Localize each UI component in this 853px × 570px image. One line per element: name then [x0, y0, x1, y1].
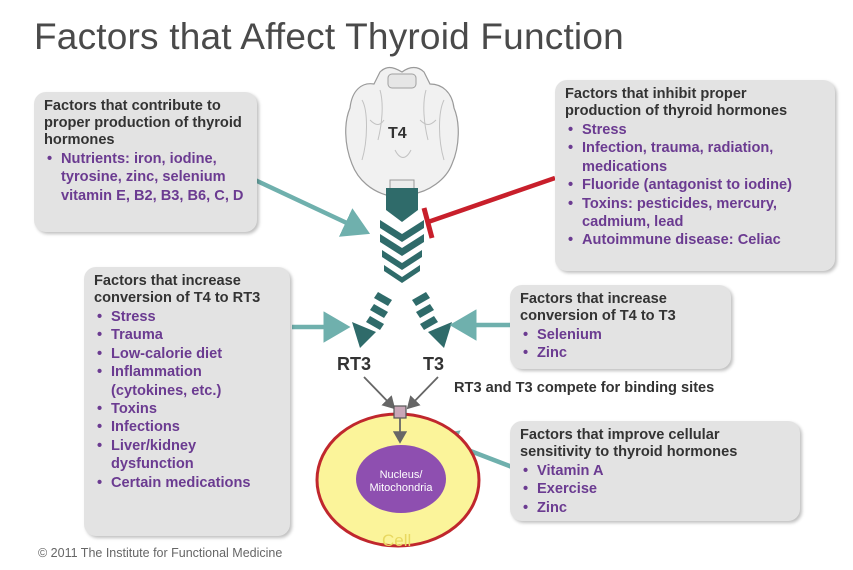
contribute-arrow [254, 177, 371, 237]
list-item: Nutrients: iron, iodine, tyrosine, zinc,… [44, 150, 247, 205]
chevron-stack-icon [380, 220, 424, 283]
list-item: Zinc [520, 499, 790, 518]
inhibit-factors-box: Factors that inhibit proper production o… [555, 80, 835, 271]
box-heading: Factors that contribute to proper produc… [44, 98, 242, 148]
list-item: Inflammation (cytokines, etc.) [94, 363, 280, 400]
list-item: Low-calorie diet [94, 345, 280, 364]
rt3-label: RT3 [337, 354, 372, 374]
list-item: Exercise [520, 480, 790, 499]
list-item: Stress [565, 121, 825, 140]
page-title: Factors that Affect Thyroid Function [34, 16, 624, 57]
list-item: Stress [94, 308, 280, 327]
box-heading: Factors that increase conversion of T4 t… [520, 291, 676, 324]
nucleus-label: Nucleus/ Mitochondria [369, 469, 433, 494]
list-item: Vitamin A [520, 462, 790, 481]
compete-label: RT3 and T3 compete for binding sites [454, 380, 715, 396]
list-item: Selenium [520, 326, 721, 345]
list-item: Liver/kidney dysfunction [94, 437, 280, 474]
t3-label: T3 [423, 354, 445, 374]
receptor-icon [393, 405, 407, 419]
list-item: Trauma [94, 326, 280, 345]
t4-label: T4 [388, 125, 407, 142]
chevron-icon [386, 188, 418, 222]
rt3-conversion-box: Factors that increase conversion of T4 t… [84, 267, 290, 536]
list-item: Autoimmune disease: Celiac [565, 231, 825, 250]
rt3-binding-arrow [363, 376, 396, 410]
cell-label: Cell [382, 531, 412, 550]
split-chevrons-icon [352, 292, 452, 348]
list-item: Infections [94, 418, 280, 437]
box-heading: Factors that inhibit proper production o… [565, 86, 788, 119]
list-item: Zinc [520, 344, 721, 363]
t3-binding-arrow [406, 376, 439, 410]
list-item: Infection, trauma, radiation, medication… [565, 139, 825, 176]
copyright-notice: © 2011 The Institute for Functional Medi… [38, 546, 283, 560]
sensitivity-factors-box: Factors that improve cellular sensitivit… [510, 421, 800, 521]
contribute-factors-box: Factors that contribute to proper produc… [34, 92, 257, 232]
inhibit-line [427, 175, 556, 225]
list-item: Certain medications [94, 474, 280, 493]
nucleus-shape [356, 445, 446, 513]
box-heading: Factors that increase conversion of T4 t… [94, 273, 261, 306]
box-heading: Factors that improve cellular sensitivit… [520, 427, 738, 460]
t3-conversion-box: Factors that increase conversion of T4 t… [510, 285, 731, 369]
inhibit-bar [421, 207, 435, 239]
list-item: Toxins [94, 400, 280, 419]
list-item: Toxins: pesticides, mercury, cadmium, le… [565, 195, 825, 232]
list-item: Fluoride (antagonist to iodine) [565, 176, 825, 195]
